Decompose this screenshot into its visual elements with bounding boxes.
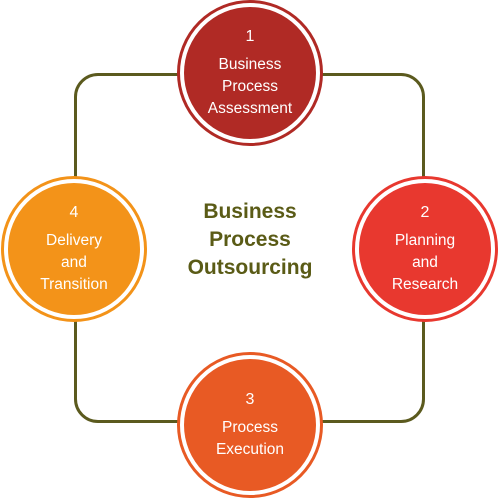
step-3-node: 3 Process Execution	[177, 352, 323, 498]
step-1-label-line: Process	[221, 78, 278, 95]
step-1-label-line: Assessment	[207, 100, 293, 117]
center-title: Business Process Outsourcing	[150, 198, 350, 282]
center-title-line: Outsourcing	[187, 256, 313, 279]
step-2-label: Planning and Research	[392, 230, 458, 296]
step-2-circle: 2 Planning and Research	[359, 183, 491, 315]
step-3-label: Process Execution	[216, 417, 284, 461]
step-2-number: 2	[420, 204, 430, 221]
step-3-circle: 3 Process Execution	[184, 359, 316, 491]
step-4-label-line: Delivery	[46, 232, 102, 249]
step-3-label-line: Process	[221, 419, 278, 436]
step-2-label-line: and	[412, 254, 438, 271]
step-1-node: 1 Business Process Assessment	[177, 0, 323, 146]
step-4-label-line: Transition	[40, 276, 108, 293]
step-1-circle: 1 Business Process Assessment	[184, 7, 316, 139]
step-2-label-line: Research	[391, 276, 459, 293]
step-1-label-line: Business	[218, 56, 282, 73]
step-3-number: 3	[245, 391, 255, 408]
step-4-label: Delivery and Transition	[40, 230, 107, 296]
center-title-line: Business	[203, 200, 297, 223]
step-3-label-line: Execution	[215, 441, 285, 458]
step-1-label: Business Process Assessment	[208, 54, 292, 120]
step-2-label-line: Planning	[394, 232, 456, 249]
step-1-number: 1	[245, 28, 255, 45]
step-4-label-line: and	[61, 254, 87, 271]
step-4-circle: 4 Delivery and Transition	[8, 183, 140, 315]
step-4-node: 4 Delivery and Transition	[1, 176, 147, 322]
step-4-number: 4	[69, 204, 79, 221]
center-title-line: Process	[209, 228, 291, 251]
step-2-node: 2 Planning and Research	[352, 176, 498, 322]
